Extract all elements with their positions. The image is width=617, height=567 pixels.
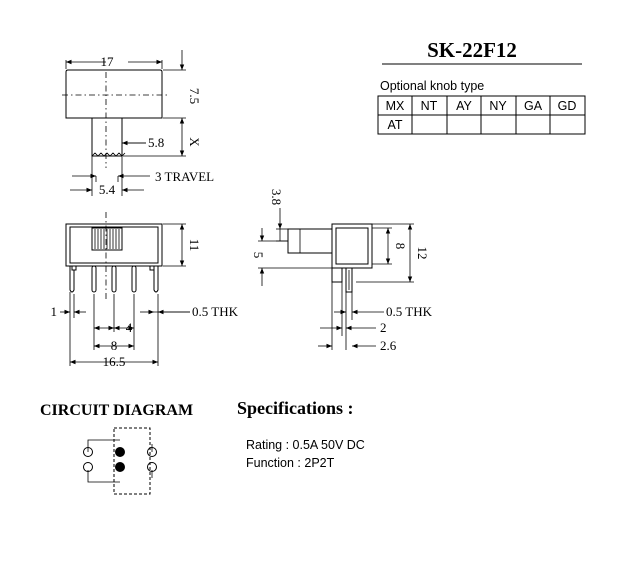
dim-front-thickness: 0.5 THK: [192, 304, 239, 319]
dim-top-width: 17: [101, 54, 115, 69]
specifications-title: Specifications :: [237, 398, 354, 418]
knob-type-table: MX NT AY NY GA GD AT: [377, 95, 586, 135]
dim-side-eight: 8: [393, 243, 408, 250]
knob-table-caption: Optional knob type: [380, 79, 484, 93]
dim-x: X: [187, 137, 202, 147]
dim-side-knob: 3.8: [269, 189, 284, 205]
knob-cell: GA: [524, 99, 543, 113]
dim-top-height: 7.5: [187, 88, 202, 104]
part-number-title: SK-22F12: [427, 38, 517, 62]
spec-function: Function : 2P2T: [246, 456, 335, 470]
dim-side-five: 5: [251, 252, 266, 259]
dim-pin-span: 8: [111, 338, 118, 353]
dim-front-height: 11: [187, 239, 202, 252]
knob-cell: NT: [421, 99, 438, 113]
circuit-diagram-title: CIRCUIT DIAGRAM: [40, 402, 193, 419]
front-view-drawing: [60, 212, 190, 366]
top-view-drawing: [62, 50, 186, 196]
dim-knob-width: 5.8: [148, 135, 164, 150]
dim-side-two-six: 2.6: [380, 338, 397, 353]
dim-side-two: 2: [380, 320, 387, 335]
knob-cell: MX: [386, 99, 405, 113]
knob-cell: AY: [456, 99, 472, 113]
knob-cell: AT: [387, 118, 402, 132]
dim-knob-base: 5.4: [99, 182, 116, 197]
side-view-drawing: [258, 208, 414, 350]
dim-pin-offset: 1: [51, 304, 58, 319]
dim-side-twelve: 12: [415, 247, 430, 260]
dim-pin-pitch: 4: [126, 320, 133, 335]
spec-rating: Rating : 0.5A 50V DC: [246, 438, 365, 452]
dim-side-thickness: 0.5 THK: [386, 304, 433, 319]
knob-cell: GD: [558, 99, 577, 113]
knob-cell: NY: [489, 99, 507, 113]
dim-travel: 3 TRAVEL: [155, 169, 214, 184]
circuit-diagram: [83, 427, 157, 495]
dim-overall-width: 16.5: [103, 354, 126, 369]
